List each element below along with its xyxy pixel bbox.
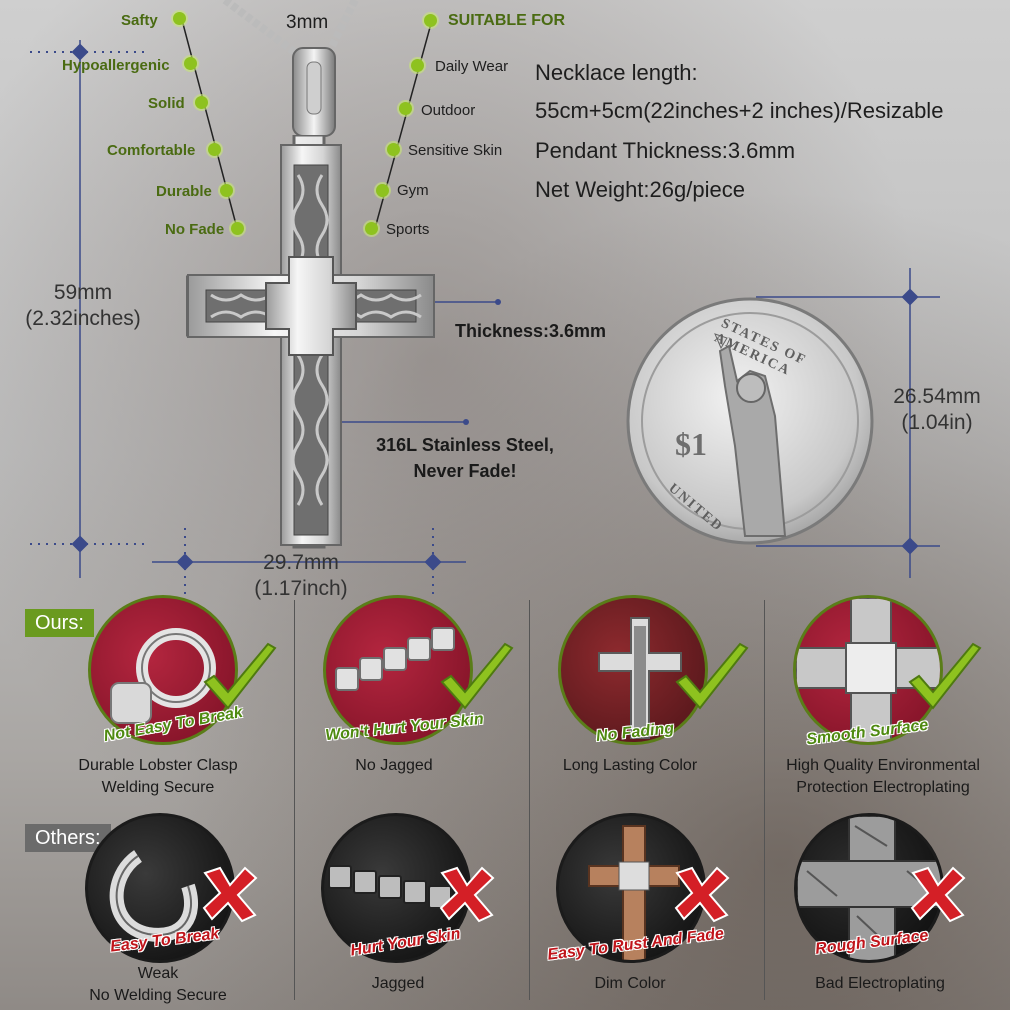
suitable-item: Outdoor [421,102,476,119]
others-caption-line: No Welding Secure [89,987,227,1004]
chain-and-bail [222,0,359,137]
box-chain-closeup-image [323,595,473,745]
others-caption: Weak No Welding Secure [43,963,273,1007]
ours-caption: No Jagged [279,755,509,777]
rusted-cross-image [556,813,706,963]
others-caption-line: Weak [137,965,179,982]
others-caption-line: Jagged [371,975,425,992]
x-mark-icon [674,866,730,923]
smooth-surface-closeup-image [793,595,943,745]
suitable-dot [424,14,437,27]
feature-label: Comfortable [107,142,196,159]
ours-caption: Long Lasting Color [515,755,745,777]
spec-line: Pendant Thickness:3.6mm [535,138,796,163]
suitable-title: SUITABLE FOR [448,12,566,29]
feature-dot [195,96,208,109]
x-mark-icon [910,866,966,923]
coin-dimension: 26.54mm (1.04in) [862,384,1010,436]
dollar-coin: $1 STATES OF AMERICA UNITED [625,296,875,546]
feature-dot [173,12,186,25]
feature-dot [184,57,197,70]
check-icon [675,642,749,710]
suitable-dot [411,59,424,72]
feature-dot [208,143,221,156]
cross-pendant [186,135,435,549]
others-caption-line: Bad Electroplating [815,975,945,992]
jagged-chain-image [321,813,471,963]
height-mm: 59mm [53,281,113,304]
ours-badge: Ours: [25,609,94,637]
thickness-callout: Thickness:3.6mm [455,321,607,341]
ours-caption-line: Long Lasting Color [562,757,698,774]
material-line-1: 316L Stainless Steel, [376,435,554,455]
feature-dot [220,184,233,197]
cross-on-velvet-image [558,595,708,745]
ours-caption-line: Welding Secure [101,779,215,796]
ours-caption-line: Protection Electroplating [796,779,970,796]
check-icon [908,642,982,710]
feature-label: Safty [121,12,158,29]
spec-line: Necklace length: [535,60,698,85]
others-caption: Jagged [283,973,513,995]
chain-width-label: 3mm [286,12,329,33]
suitable-item: Sports [386,221,430,238]
column-divider [294,600,295,1000]
suitable-item: Sensitive Skin [408,142,503,159]
suitable-dot [387,143,400,156]
others-caption: Bad Electroplating [765,973,995,995]
feature-dot [231,222,244,235]
coin-mm: 26.54mm [893,385,981,408]
spec-line: Net Weight:26g/piece [535,177,745,202]
clasp-closeup-image [88,595,238,745]
check-icon [440,642,514,710]
ours-caption-line: No Jagged [355,757,433,774]
ours-caption-line: Durable Lobster Clasp [78,757,238,774]
suitable-item: Gym [397,182,429,199]
coin-value: $1 [675,426,707,462]
coin-in: (1.04in) [901,411,973,434]
height-in: (2.32inches) [25,307,141,330]
width-dimension: 29.7mm (1.17inch) [226,550,376,602]
feature-label: Durable [156,183,212,200]
feature-label: No Fade [165,221,225,238]
material-line-2: Never Fade! [413,461,517,481]
width-mm: 29.7mm [263,551,339,574]
ours-caption-line: High Quality Environmental [786,757,980,774]
height-dimension: 59mm (2.32inches) [8,280,158,332]
suitable-item: Daily Wear [435,58,509,75]
feature-label: Solid [148,95,185,112]
suitable-dot [399,102,412,115]
others-caption-line: Dim Color [594,975,666,992]
column-divider [764,600,765,1000]
feature-label: Hypoallergenic [62,57,170,74]
spec-line: 55cm+5cm(22inches+2 inches)/Resizable [535,98,944,123]
suitable-dot [365,222,378,235]
column-divider [529,600,530,1000]
suitable-dot [376,184,389,197]
others-caption: Dim Color [515,973,745,995]
check-icon [203,642,277,710]
rough-surface-image [794,813,944,963]
width-in: (1.17inch) [254,577,348,600]
x-mark-icon [202,866,258,923]
material-callout: 316L Stainless Steel, Never Fade! [370,432,560,484]
x-mark-icon [439,866,495,923]
